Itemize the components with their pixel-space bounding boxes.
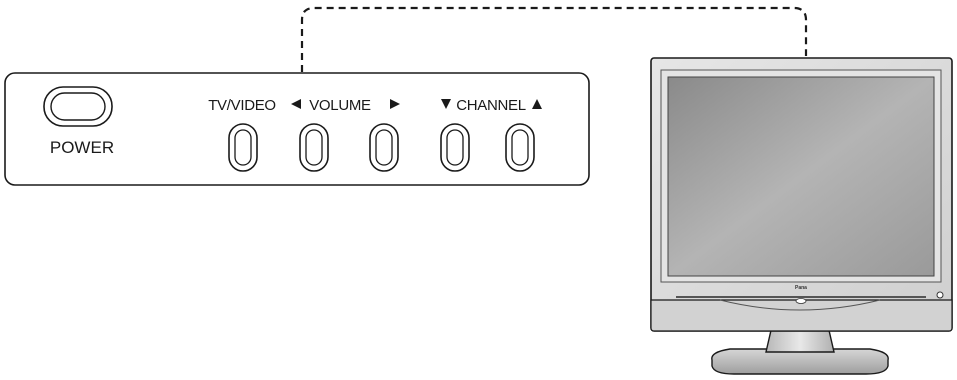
tv-video-label: TV/VIDEO <box>208 97 276 114</box>
power-label: POWER <box>50 138 114 157</box>
channel-down-icon <box>441 99 451 109</box>
connector-dashed-line <box>300 6 808 72</box>
tv-illustration: Pana <box>650 57 953 375</box>
tv-bottom-panel <box>650 299 953 332</box>
channel-label: CHANNEL <box>456 97 526 114</box>
volume-label: VOLUME <box>309 97 371 114</box>
volume-left-icon <box>291 99 301 109</box>
volume-right-icon <box>390 99 400 109</box>
tv-screen <box>667 76 935 277</box>
channel-down-button[interactable] <box>440 123 470 172</box>
channel-up-icon <box>532 99 542 109</box>
tv-stand-base <box>711 348 889 375</box>
tv-sensor-indicator <box>795 298 807 304</box>
tv-power-led-icon <box>936 291 944 299</box>
volume-up-button[interactable] <box>369 123 399 172</box>
control-panel: POWER TV/VIDEO VOLUME CHANNEL <box>4 72 590 186</box>
tv-front-curve <box>719 299 881 311</box>
tv-video-button[interactable] <box>228 123 258 172</box>
channel-up-button[interactable] <box>505 123 535 172</box>
volume-down-button[interactable] <box>299 123 329 172</box>
power-button[interactable] <box>43 86 113 127</box>
tv-brand-logo: Pana <box>795 285 807 291</box>
